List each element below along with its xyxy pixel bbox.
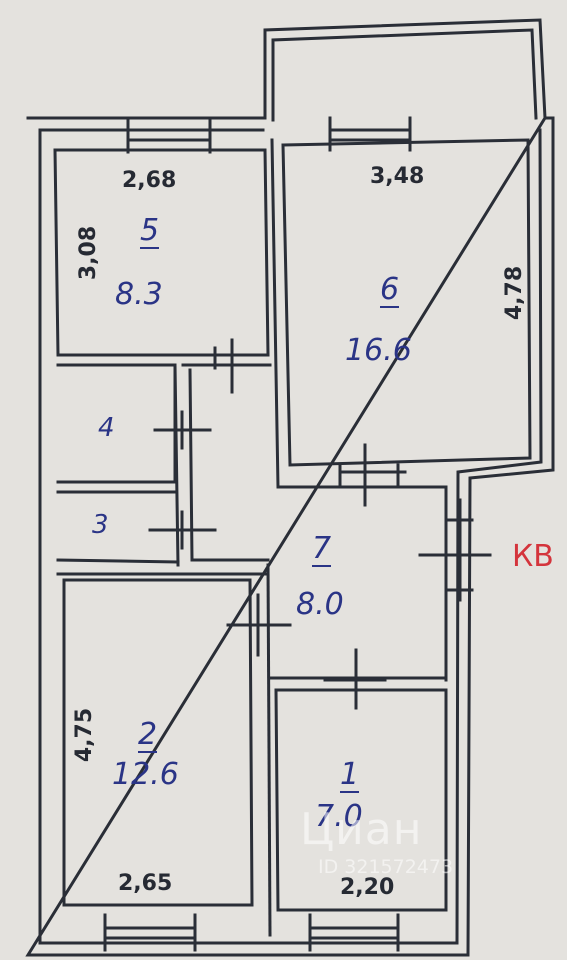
cian-watermark-logo: Циан [300, 804, 423, 855]
room2-area: 12.6 [112, 757, 179, 792]
top-window-right [328, 116, 412, 152]
partition-5-4 [56, 363, 272, 482]
closet-wall [173, 363, 270, 567]
room7-area: 8.0 [296, 587, 344, 622]
partition-4-3 [56, 480, 177, 494]
room3-number: 3 [92, 510, 109, 540]
door-mark-4 [153, 410, 212, 450]
room6-width-label: 3,48 [370, 164, 425, 189]
room2-width-label: 2,65 [118, 871, 173, 896]
room6-walls [281, 138, 532, 467]
door-mark-6 [338, 443, 407, 507]
outer-wall [25, 116, 555, 957]
room2-height-label: 4,75 [72, 707, 98, 763]
room1-width-label: 2,20 [340, 875, 395, 900]
room5-height-label: 3,08 [76, 225, 102, 281]
door-mark-5 [198, 338, 262, 394]
room6-area: 16.6 [345, 333, 412, 368]
door-mark-1 [323, 648, 387, 710]
room5-width-label: 2,68 [122, 168, 177, 193]
top-window-left [126, 116, 212, 154]
partition-3-2 [56, 558, 270, 576]
room6-wall-outer [270, 138, 448, 489]
room5-number: 5 [140, 213, 160, 249]
door-mark-entrance [418, 498, 492, 602]
room5-walls [53, 148, 270, 357]
outer-wall-inner [38, 128, 543, 945]
balcony [263, 18, 547, 122]
bottom-window-right [308, 913, 400, 952]
room1-area: 7.0 [315, 799, 363, 834]
bottom-window-left [103, 913, 197, 952]
room2-number: 2 [138, 717, 158, 753]
room2-walls [62, 578, 254, 907]
room4-number: 4 [98, 413, 115, 443]
room6-height-label: 4,78 [502, 265, 528, 321]
room6-number: 6 [380, 272, 400, 308]
entrance-label: КВ [512, 539, 554, 574]
door-mark-3 [148, 510, 217, 550]
room7-number: 7 [312, 531, 332, 567]
door-mark-2 [226, 593, 292, 657]
room2-right-wall [266, 563, 272, 937]
cian-watermark-id: ID 321572473 [318, 856, 454, 878]
room1-walls [274, 688, 448, 912]
room1-number: 1 [340, 757, 360, 793]
room5-area: 8.3 [115, 277, 163, 312]
